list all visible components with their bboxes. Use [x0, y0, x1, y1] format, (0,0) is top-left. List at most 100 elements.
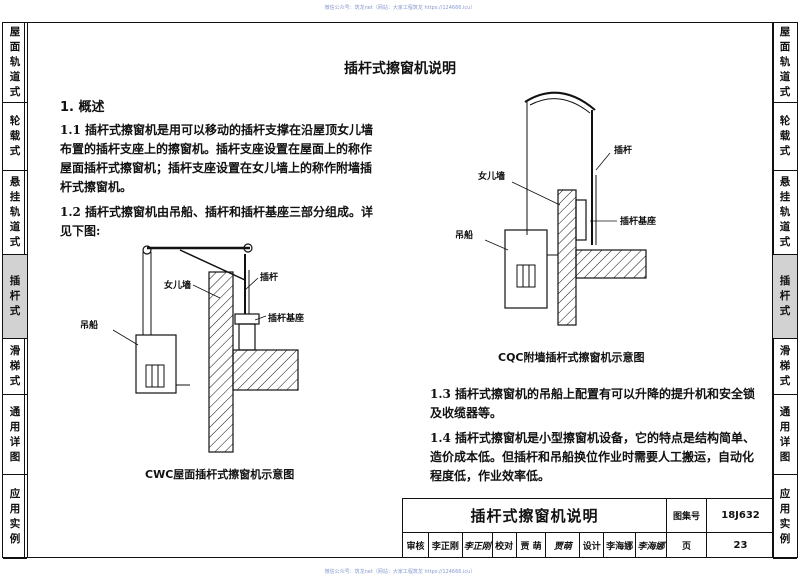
side-tab-0[interactable]: 屋面轨道式: [3, 23, 27, 103]
side-tab-char: 屋: [779, 26, 791, 38]
side-tab-char: 式: [9, 86, 21, 98]
side-tab-char: 道: [9, 71, 21, 83]
side-tab-char: 悬: [779, 176, 791, 188]
side-tab-char: 面: [779, 41, 791, 53]
check-label: 校对: [493, 533, 517, 558]
side-nav-left: 屋面轨道式轮载式悬挂轨道式插杆式滑梯式通用详图应用实例: [2, 22, 28, 559]
figure-cqc-caption: CQC附墙插杆式擦窗机示意图: [498, 351, 645, 364]
side-tab-char: 详: [779, 435, 791, 448]
side-tab-char: 道: [779, 71, 791, 83]
side-tab-char: 轨: [9, 206, 21, 218]
side-tab-char: 式: [779, 375, 791, 387]
page-label: 页: [667, 533, 707, 558]
label-parapet-left: 女儿墙: [164, 279, 191, 291]
label-rod-left: 插杆: [260, 271, 278, 283]
designer-name: 李海娜: [604, 533, 637, 558]
reviewer-signature: 李正刚: [463, 533, 493, 558]
label-gondola-right: 吊船: [455, 229, 473, 241]
side-tab-char: 式: [779, 236, 791, 248]
side-tab-char: 用: [9, 502, 21, 515]
side-tab-6[interactable]: 应用实例: [3, 475, 27, 559]
side-tab-char: 应: [779, 487, 791, 500]
side-tab-char: 式: [9, 375, 21, 387]
side-tab-1[interactable]: 轮载式: [773, 103, 797, 171]
title-block: 插杆式擦窗机说明 图集号 18J632 页 23 审核 李正刚 李正刚 校对 贾…: [402, 498, 774, 558]
review-label: 审核: [403, 533, 429, 558]
side-tab-2[interactable]: 悬挂轨道式: [3, 171, 27, 255]
side-tab-char: 轮: [779, 115, 791, 127]
checker-signature: 贾萌: [546, 533, 581, 558]
paragraph-1-3: 1.3 插杆式擦窗机的吊船上配置有可以升降的提升机和安全锁及收缆器等。: [430, 387, 756, 420]
side-tab-1[interactable]: 轮载式: [3, 103, 27, 171]
watermark-top: 微信公众号：筑龙net（网站：大家工程筑龙 https://124666.icu…: [324, 5, 476, 11]
side-tab-char: 梯: [9, 360, 21, 372]
label-base-left: 插杆基座: [268, 312, 304, 324]
designer-signature: 李海娜: [637, 542, 665, 552]
side-tab-4[interactable]: 滑梯式: [773, 339, 797, 395]
side-nav-right: 屋面轨道式轮载式悬挂轨道式插杆式滑梯式通用详图应用实例: [772, 22, 798, 559]
side-tab-char: 式: [9, 236, 21, 248]
side-tab-char: 式: [779, 145, 791, 157]
side-tab-char: 道: [9, 221, 21, 233]
side-tab-char: 屋: [9, 26, 21, 38]
side-tab-char: 杆: [779, 290, 791, 302]
side-tab-char: 滑: [9, 345, 21, 357]
side-tab-char: 轨: [9, 56, 21, 68]
reviewer-name: 李正刚: [429, 533, 463, 558]
side-tab-char: 例: [779, 532, 791, 545]
title-block-title: 插杆式擦窗机说明: [403, 499, 667, 533]
paragraph-1-1: 1.1 插杆式擦窗机是用可以移动的插杆支撑在沿屋顶女儿墙布置的插杆支座上的擦窗机…: [60, 123, 374, 194]
side-tab-char: 道: [779, 221, 791, 233]
paragraph-1-2: 1.2 插杆式擦窗机由吊船、插杆和插杆基座三部分组成。详见下图:: [60, 205, 374, 238]
side-tab-char: 挂: [9, 191, 21, 203]
side-tab-char: 式: [779, 86, 791, 98]
side-tab-char: 轨: [779, 206, 791, 218]
side-tab-char: 梯: [779, 360, 791, 372]
side-tab-3[interactable]: 插杆式: [3, 255, 27, 339]
page-title: 插杆式擦窗机说明: [344, 61, 456, 77]
atlas-label: 图集号: [667, 499, 707, 533]
side-tab-char: 插: [779, 275, 791, 287]
side-tab-char: 实: [779, 517, 791, 530]
atlas-number: 18J632: [707, 499, 774, 533]
side-tab-char: 挂: [779, 191, 791, 203]
figure-cqc-diagram: 插杆 女儿墙 插杆基座 吊船: [455, 91, 656, 326]
side-tab-4[interactable]: 滑梯式: [3, 339, 27, 395]
side-tab-char: 图: [9, 450, 21, 463]
side-tab-char: 载: [9, 130, 21, 142]
figure-cwc-diagram: 女儿墙 插杆 插杆基座 吊船: [80, 243, 304, 453]
side-tab-char: 载: [779, 130, 791, 142]
section-heading: 1. 概述: [60, 100, 105, 115]
label-rod-right: 插杆: [614, 144, 632, 156]
side-tab-5[interactable]: 通用详图: [773, 395, 797, 475]
side-tab-char: 详: [9, 435, 21, 448]
side-tab-6[interactable]: 应用实例: [773, 475, 797, 559]
side-tab-char: 轮: [9, 115, 21, 127]
label-gondola-left: 吊船: [80, 319, 98, 331]
side-tab-char: 杆: [9, 290, 21, 302]
side-tab-char: 通: [779, 405, 791, 418]
title-block-signatures: 审核 李正刚 李正刚 校对 贾 萌 贾萌 设计 李海娜 李海娜: [403, 533, 667, 558]
side-tab-5[interactable]: 通用详图: [3, 395, 27, 475]
side-tab-char: 悬: [9, 176, 21, 188]
side-tab-char: 图: [779, 450, 791, 463]
page-number: 23: [733, 540, 748, 551]
side-tab-char: 式: [9, 145, 21, 157]
side-tab-3[interactable]: 插杆式: [773, 255, 797, 339]
side-tab-char: 应: [9, 487, 21, 500]
side-tab-char: 通: [9, 405, 21, 418]
watermark-bottom: 微信公众号：筑龙net（网站：大家工程筑龙 https://124666.icu…: [324, 569, 476, 575]
side-tab-0[interactable]: 屋面轨道式: [773, 23, 797, 103]
side-tab-2[interactable]: 悬挂轨道式: [773, 171, 797, 255]
side-tab-char: 插: [9, 275, 21, 287]
figure-cwc-caption: CWC屋面插杆式擦窗机示意图: [145, 468, 295, 481]
side-tab-char: 面: [9, 41, 21, 53]
side-tab-char: 实: [9, 517, 21, 530]
side-tab-char: 例: [9, 532, 21, 545]
side-tab-char: 式: [9, 305, 21, 317]
side-tab-char: 式: [779, 305, 791, 317]
side-tab-char: 用: [779, 420, 791, 433]
side-tab-char: 用: [779, 502, 791, 515]
side-tab-char: 轨: [779, 56, 791, 68]
checker-name: 贾 萌: [517, 533, 547, 558]
